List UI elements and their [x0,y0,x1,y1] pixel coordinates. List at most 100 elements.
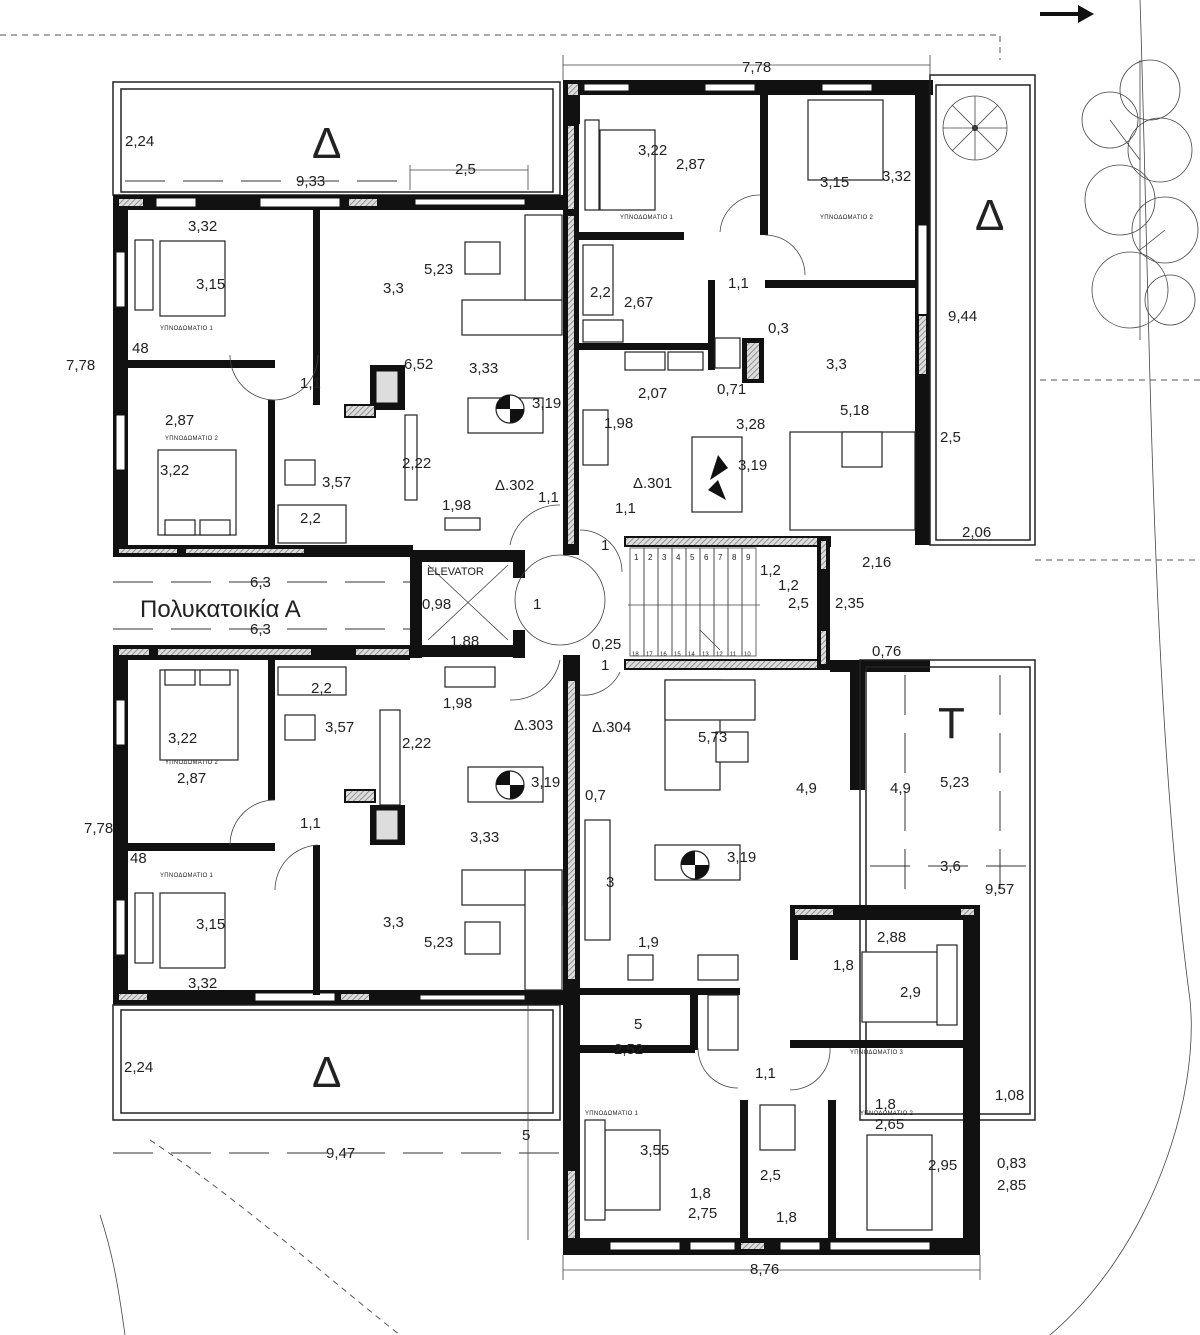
dimension-label: 0,25 [592,636,621,653]
dimension-label: 9,44 [948,308,977,325]
dimension-label: 4,9 [890,780,911,797]
dimension-label: 2,65 [875,1116,904,1133]
dimension-label: 1,9 [638,934,659,951]
dimension-label: 3,22 [638,142,667,159]
stair-step-number: 1 [634,553,639,562]
dimension-label: 3,19 [727,849,756,866]
dimension-label: 8,76 [750,1261,779,1278]
dimension-label: 1 [601,657,609,674]
dimension-label: 6,3 [250,574,271,591]
stair-step-number: 9 [746,553,751,562]
dimension-label: 48 [132,340,149,357]
dimension-label: 1,1 [755,1065,776,1082]
dimension-label: 2,95 [928,1157,957,1174]
dimension-label: 3,15 [820,174,849,191]
dimension-label: 3,3 [383,914,404,931]
dimension-label: 3,19 [532,395,561,412]
dimension-label: 2,75 [688,1205,717,1222]
apartment-304 [562,655,1036,1280]
stair-step-number: 17 [646,652,653,658]
stair-tread [629,547,645,657]
dimension-label: 4,9 [796,780,817,797]
stair-tread [699,547,715,657]
dimension-label: 5,18 [840,402,869,419]
dimension-label: 2,87 [165,412,194,429]
dimension-label: 1,8 [776,1209,797,1226]
dimension-label: 3,3 [383,280,404,297]
dimension-label: 2,5 [760,1167,781,1184]
dimension-label: 2,2 [311,680,332,697]
dimension-label: 5 [634,1016,642,1033]
dimension-label: 3,22 [160,462,189,479]
apartment-number: Δ.302 [495,477,534,494]
dimension-label: 3,15 [196,916,225,933]
dimension-label: 0,76 [872,643,901,660]
dimension-label: 1,98 [442,497,471,514]
apartment-number: Δ.303 [514,717,553,734]
dimension-label: 3,55 [640,1142,669,1159]
tree-icon [1081,59,1199,340]
dimension-label: 1,8 [875,1096,896,1113]
stair-step-number: 18 [632,652,639,658]
room-label: ΥΠΝΟΔΩΜΑΤΙΟ 1 [160,873,214,879]
dimension-label: 5,23 [424,261,453,278]
stair-tread [657,547,673,657]
dimension-label: 7,78 [742,59,771,76]
room-label: ΥΠΝΟΔΩΜΑΤΙΟ 1 [620,215,674,221]
stair-step-number: 6 [704,553,709,562]
dimension-label: 1 [601,537,609,554]
dimension-label: 0,7 [585,787,606,804]
room-label: ΥΠΝΟΔΩΜΑΤΙΟ 3 [850,1050,904,1056]
dimension-label: 2,67 [624,294,653,311]
apartment-302 [112,81,563,557]
stair-step-number: 3 [662,553,667,562]
dimension-label: 1,1 [728,275,749,292]
stair-tread [727,547,743,657]
dimension-label: 3,19 [738,457,767,474]
dimension-label: 0,3 [768,320,789,337]
room-label: ΥΠΝΟΔΩΜΑΤΙΟ 1 [585,1111,639,1117]
room-label: ΥΠΝΟΔΩΜΑΤΙΟ 2 [860,1111,914,1117]
apartment-303 [112,645,563,1240]
dimension-label: 1,2 [760,562,781,579]
room-label: ΥΠΝΟΔΩΜΑΤΙΟ 2 [165,436,219,442]
dimension-label: 5,73 [698,729,727,746]
dimension-label: 3,22 [168,730,197,747]
stair-step-number: 10 [744,652,751,658]
dimension-label: 1,8 [690,1185,711,1202]
stair-step-number: 5 [690,553,695,562]
dimension-label: 0,71 [717,381,746,398]
dimension-label: 2,35 [835,595,864,612]
terrace-symbol: T [938,699,965,748]
stair-step-number: 4 [676,553,681,562]
dimension-label: 2,24 [125,133,154,150]
dimension-label: 48 [130,850,147,867]
dimension-label: 1,98 [443,695,472,712]
dimension-label: 3,6 [940,858,961,875]
stair-step-number: 2 [648,553,653,562]
stair-step-number: 14 [688,652,695,658]
stair-tread [643,547,659,657]
stair-step-number: 13 [702,652,709,658]
dimension-label: 2,87 [177,770,206,787]
dimension-label: 1,1 [615,500,636,517]
dimension-label: 5,23 [940,774,969,791]
apartment-number: Δ.301 [633,475,672,492]
dimension-label: 2,24 [124,1059,153,1076]
dimension-label: 2,16 [862,554,891,571]
dimension-label: 5,23 [424,934,453,951]
room-label: ΥΠΝΟΔΩΜΑΤΙΟ 1 [160,326,214,332]
dimension-label: 3,57 [322,474,351,491]
dimension-label: 1,2 [778,577,799,594]
dimension-label: 3,57 [325,719,354,736]
dimension-label: 6,52 [404,356,433,373]
dimension-label: 9,47 [326,1145,355,1162]
dimension-label: 2,5 [940,429,961,446]
dimension-label: 2,5 [788,595,809,612]
dimension-label: 2,2 [590,284,611,301]
stair-step-number: 16 [660,652,667,658]
